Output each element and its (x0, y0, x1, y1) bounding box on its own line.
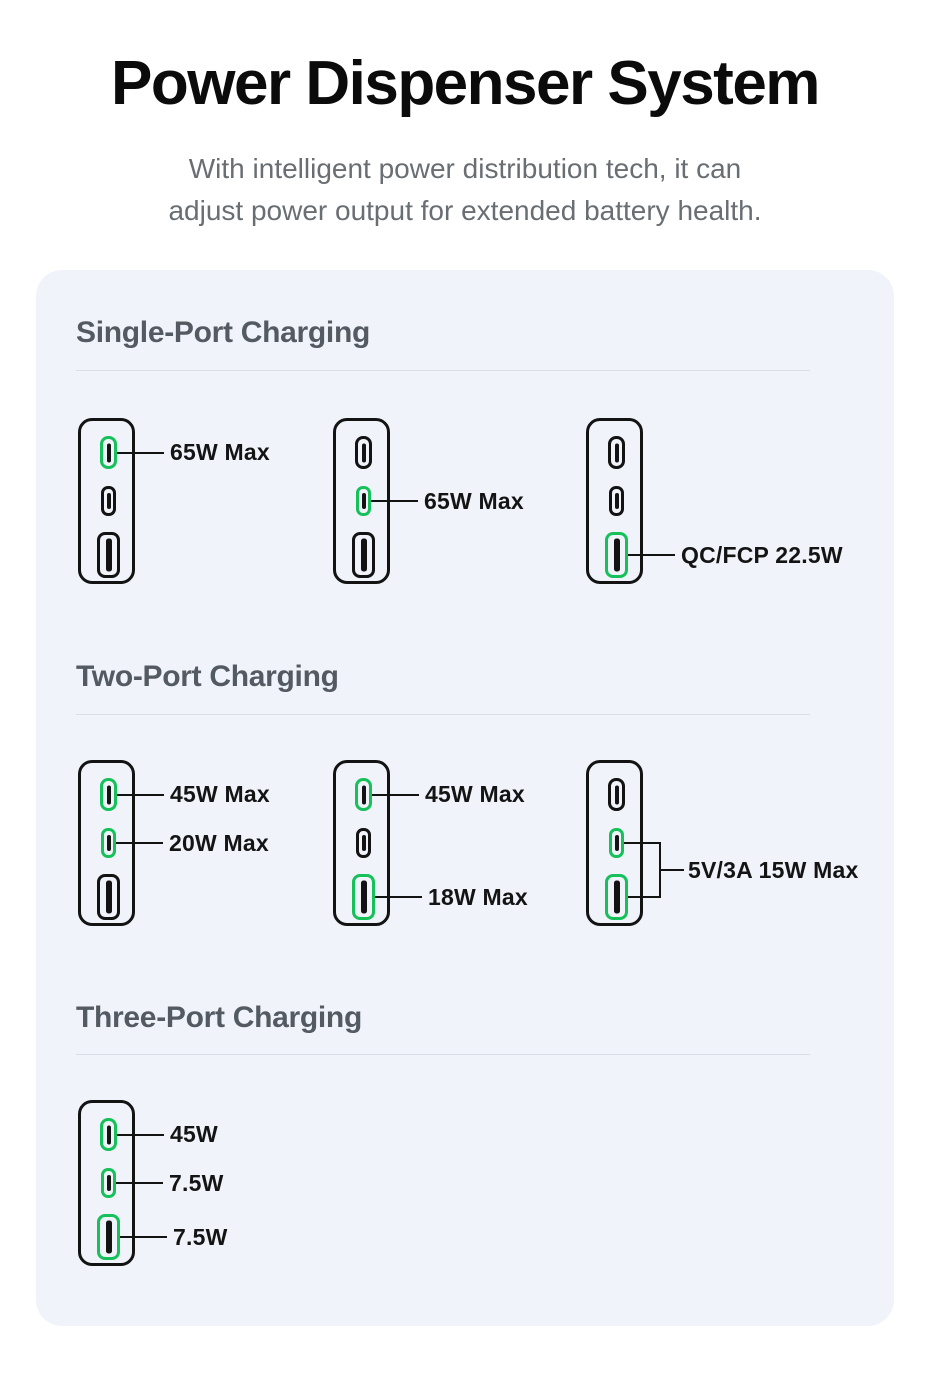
port-pin (614, 493, 619, 509)
page-subtitle-line-1: With intelligent power distribution tech… (188, 153, 742, 184)
label-connector-line (116, 842, 163, 844)
group-bracket-line (659, 842, 661, 898)
label-connector-line (372, 793, 419, 796)
usb-c-port-icon (356, 486, 371, 516)
port-pin (106, 1175, 111, 1191)
section-divider (76, 370, 810, 371)
charger-body: 45W Max 20W Max (78, 760, 270, 926)
usb-a-port-icon (605, 532, 628, 578)
port-pin (106, 785, 111, 804)
port-power-label-text: 7.5W (173, 1223, 228, 1250)
usb-a-port-icon (352, 532, 375, 578)
port-power-label: 45W (117, 1120, 218, 1150)
usb-a-port-icon (352, 874, 375, 920)
section-heading: Three-Port Charging (76, 1001, 362, 1034)
port-power-label-text: 45W Max (425, 781, 525, 807)
label-connector-line (375, 896, 422, 898)
port-power-label: 18W Max (375, 882, 528, 912)
port-pin (613, 880, 620, 914)
port-power-label-text: 65W Max (170, 439, 270, 465)
usb-c-port-icon (608, 778, 625, 811)
usb-c-port-icon (355, 436, 372, 469)
charger-body: QC/FCP 22.5W (586, 418, 843, 584)
page-title: Power Dispenser System (111, 49, 820, 118)
charger-body: 45W 7.5W 7.5W (78, 1100, 227, 1266)
section-heading: Single-Port Charging (76, 316, 371, 349)
port-pin (613, 538, 620, 572)
charger-body: 65W Max (78, 418, 270, 584)
port-power-label-text: 45W Max (170, 781, 270, 807)
port-pin (360, 880, 367, 914)
group-bracket-line (661, 869, 684, 871)
label-connector-line (371, 500, 418, 502)
port-power-label: 65W Max (117, 438, 270, 468)
usb-a-port-icon (97, 1214, 120, 1260)
label-connector-line (117, 1133, 164, 1136)
charger-body: 45W Max 18W Max (333, 760, 528, 926)
port-power-label: QC/FCP 22.5W (628, 540, 843, 570)
usb-c-port-icon (608, 436, 625, 469)
charger-body: 5V/3A 15W Max (586, 760, 858, 926)
charger-body: 65W Max (333, 418, 524, 584)
port-pin (105, 880, 112, 914)
usb-c-port-icon (609, 486, 624, 516)
group-power-label-text: 5V/3A 15W Max (688, 856, 859, 883)
section-divider (76, 1054, 810, 1055)
port-power-label-text: 45W (170, 1121, 218, 1147)
usb-c-port-icon (100, 778, 117, 811)
usb-a-port-icon (97, 532, 120, 578)
usb-a-port-icon (97, 874, 120, 920)
label-connector-line (117, 451, 164, 454)
port-pin (614, 785, 619, 804)
port-pin (361, 443, 366, 462)
port-pin (106, 1125, 111, 1144)
port-power-label: 45W Max (372, 780, 525, 810)
label-connector-line (117, 793, 164, 796)
content-panel (36, 270, 894, 1326)
port-pin (614, 835, 619, 851)
port-pin (106, 493, 111, 509)
port-power-label: 65W Max (371, 486, 524, 516)
port-pin (361, 785, 366, 804)
label-connector-line (628, 554, 675, 556)
label-connector-line (116, 1182, 163, 1184)
port-power-label: 7.5W (120, 1222, 227, 1252)
usb-c-port-icon (100, 1118, 117, 1151)
port-power-label-text: 7.5W (169, 1169, 224, 1196)
port-power-label-text: 18W Max (428, 883, 528, 910)
port-power-label-text: 20W Max (169, 829, 269, 856)
page-subtitle-line-2: adjust power output for extended battery… (168, 195, 762, 226)
port-power-label: 7.5W (116, 1168, 223, 1198)
usb-c-port-icon (101, 828, 116, 858)
usb-c-port-icon (101, 1168, 116, 1198)
port-pin (105, 538, 112, 572)
port-power-label: 45W Max (117, 780, 270, 810)
port-pin (361, 835, 366, 851)
port-power-label-text: QC/FCP 22.5W (681, 541, 843, 568)
usb-c-port-icon (355, 778, 372, 811)
usb-c-port-icon (100, 436, 117, 469)
usb-c-port-icon (609, 828, 624, 858)
port-pin (360, 538, 367, 572)
label-connector-line (120, 1236, 167, 1238)
section-divider (76, 714, 810, 715)
usb-a-port-icon (605, 874, 628, 920)
usb-c-port-icon (101, 486, 116, 516)
port-pin (614, 443, 619, 462)
group-power-label: 5V/3A 15W Max (688, 855, 858, 885)
port-pin (106, 443, 111, 462)
port-pin (361, 493, 366, 509)
usb-c-port-icon (356, 828, 371, 858)
section-heading: Two-Port Charging (76, 660, 339, 693)
port-pin (106, 835, 111, 851)
port-power-label-text: 65W Max (424, 487, 524, 514)
group-bracket-line (628, 896, 661, 898)
port-power-label: 20W Max (116, 828, 269, 858)
page-subtitle: With intelligent power distribution tech… (0, 148, 930, 232)
port-pin (105, 1220, 112, 1254)
group-bracket-line (624, 842, 661, 844)
